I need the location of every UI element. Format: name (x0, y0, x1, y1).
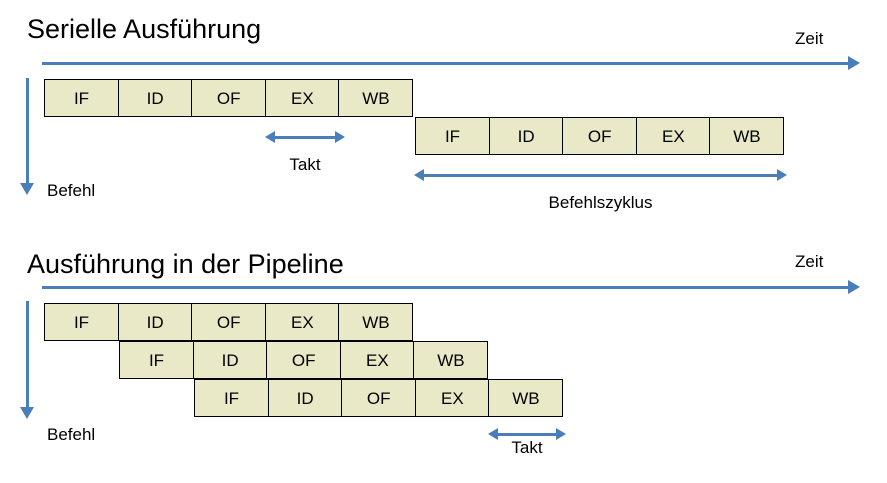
time-axis-label-pipeline: Zeit (795, 252, 824, 271)
stage-cell: ID (267, 379, 343, 417)
arrowhead-left-icon (414, 168, 424, 181)
instruction-axis-label-pipeline: Befehl (47, 425, 96, 444)
instruction-axis-shaft (26, 301, 29, 407)
section-title-pipeline: Ausführung in der Pipeline (27, 249, 344, 279)
stage-row: IF ID OF EX WB (194, 379, 564, 417)
instruction-axis-shaft (26, 78, 29, 183)
stage-cell: ID (117, 303, 193, 341)
measure-arrow-takt-pipeline (488, 427, 566, 441)
measure-arrow-befehlszyklus (414, 168, 787, 182)
stage-row: IF ID OF EX WB (415, 117, 785, 155)
arrowhead-right-icon (335, 130, 345, 143)
stage-cell: WB (709, 117, 785, 155)
instruction-axis-label-serial: Befehl (47, 181, 96, 200)
instruction-axis-serial (19, 78, 35, 195)
measure-label-befehlszyklus: Befehlszyklus (548, 193, 653, 212)
stage-cell: WB (338, 79, 414, 117)
stage-row: IF ID OF EX WB (44, 79, 414, 117)
stage-cell: IF (44, 79, 119, 117)
arrowhead-left-icon (265, 130, 275, 143)
stage-cell: EX (414, 379, 490, 417)
time-axis-shaft (42, 286, 848, 289)
measure-arrow-shaft (497, 433, 557, 436)
instruction-axis-pipeline (19, 301, 35, 419)
instruction-axis-arrowhead-icon (20, 407, 34, 419)
measure-label-takt-serial: Takt (289, 155, 321, 174)
stage-cell: OF (266, 341, 342, 379)
stage-cell: IF (119, 341, 194, 379)
stage-cell: IF (415, 117, 490, 155)
stage-cell: WB (488, 379, 564, 417)
stage-cell: OF (191, 79, 267, 117)
section-title-serial: Serielle Ausführung (27, 14, 262, 44)
stage-row: IF ID OF EX WB (44, 303, 414, 341)
instruction-axis-arrowhead-icon (20, 183, 34, 195)
stage-cell: OF (562, 117, 638, 155)
measure-arrow-takt-serial (265, 130, 345, 144)
measure-label-takt-pipeline: Takt (511, 438, 543, 457)
time-axis-pipeline (42, 279, 860, 295)
stage-cell: ID (117, 79, 193, 117)
stage-cell: IF (194, 379, 269, 417)
time-axis-arrowhead-icon (848, 56, 860, 70)
stage-cell: WB (338, 303, 414, 341)
stage-cell: OF (341, 379, 417, 417)
arrowhead-right-icon (777, 168, 787, 181)
arrowhead-right-icon (556, 427, 566, 440)
stage-row: IF ID OF EX WB (119, 341, 489, 379)
stage-cell: IF (44, 303, 119, 341)
stage-cell: OF (191, 303, 267, 341)
arrowhead-left-icon (488, 427, 498, 440)
stage-cell: EX (635, 117, 711, 155)
stage-cell: ID (488, 117, 564, 155)
time-axis-shaft (42, 62, 848, 65)
stage-cell: ID (192, 341, 268, 379)
stage-cell: EX (264, 303, 340, 341)
stage-cell: EX (264, 79, 340, 117)
time-axis-serial (42, 55, 860, 71)
time-axis-arrowhead-icon (848, 280, 860, 294)
measure-arrow-shaft (274, 136, 336, 139)
measure-arrow-shaft (423, 174, 778, 177)
stage-cell: WB (413, 341, 489, 379)
time-axis-label-serial: Zeit (795, 29, 824, 48)
stage-cell: EX (339, 341, 415, 379)
